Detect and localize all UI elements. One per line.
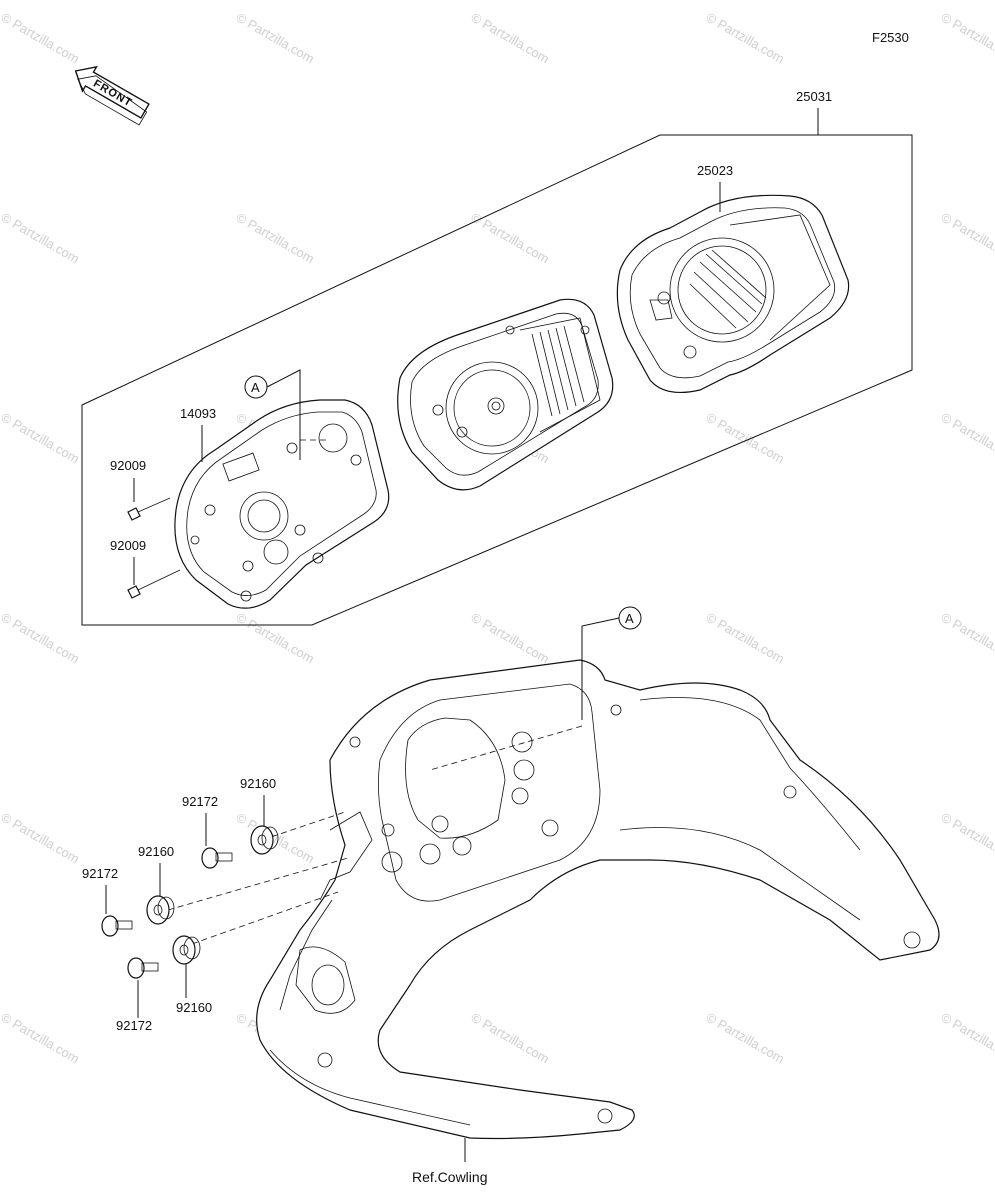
- watermark-14: © Partzilla.com: [939, 410, 995, 467]
- meter-front-case: [616, 194, 850, 393]
- reference-marker-lower: A: [429, 606, 642, 771]
- watermark-2: © Partzilla.com: [469, 10, 552, 67]
- callout-92160-low: 92160: [176, 1000, 212, 1015]
- assembly-line-mid: [167, 857, 349, 911]
- watermark-29: © Partzilla.com: [939, 1010, 995, 1067]
- watermark-21: © Partzilla.com: [234, 810, 317, 867]
- watermark-1: © Partzilla.com: [234, 10, 317, 67]
- collar-92172-top: [201, 847, 233, 869]
- watermark-0: © Partzilla.com: [0, 10, 82, 67]
- callout-92172-low: 92172: [116, 1018, 152, 1033]
- callout-25023: 25023: [697, 163, 733, 178]
- callout-25031: 25031: [796, 89, 832, 104]
- assembly-frame: [81, 134, 913, 626]
- watermark-20: © Partzilla.com: [0, 810, 82, 867]
- watermark-15: © Partzilla.com: [0, 610, 82, 667]
- reference-marker-upper: A: [244, 369, 330, 460]
- assembly-line-top: [261, 811, 346, 841]
- damper-92160-low: [172, 935, 201, 965]
- callout-92009-upper: 92009: [110, 458, 146, 473]
- cowling-body: [256, 659, 940, 1140]
- watermark-18: © Partzilla.com: [704, 610, 787, 667]
- watermark-6: © Partzilla.com: [234, 210, 317, 267]
- collar-92172-mid: [101, 915, 133, 937]
- watermark-27: © Partzilla.com: [469, 1010, 552, 1067]
- svg-text:A: A: [251, 380, 260, 395]
- callout-92172-mid: 92172: [82, 866, 118, 881]
- watermark-13: © Partzilla.com: [704, 410, 787, 467]
- assembly-line-low: [191, 891, 339, 945]
- watermark-4: © Partzilla.com: [939, 10, 995, 67]
- watermark-10: © Partzilla.com: [0, 410, 82, 467]
- watermark-9: © Partzilla.com: [939, 210, 995, 267]
- watermark-19: © Partzilla.com: [939, 610, 995, 667]
- callout-92172-top: 92172: [182, 794, 218, 809]
- figure-code: F2530: [872, 30, 909, 45]
- watermark-3: © Partzilla.com: [704, 10, 787, 67]
- watermark-16: © Partzilla.com: [234, 610, 317, 667]
- callout-14093: 14093: [180, 406, 216, 421]
- screw-92009-lower: [127, 569, 181, 599]
- callout-92160-mid: 92160: [138, 844, 174, 859]
- damper-92160-mid: [146, 895, 175, 925]
- callout-92009-lower: 92009: [110, 538, 146, 553]
- screw-92009-upper: [127, 497, 171, 521]
- watermark-28: © Partzilla.com: [704, 1010, 787, 1067]
- watermark-5: © Partzilla.com: [0, 210, 82, 267]
- meter-rear-cover: [174, 399, 390, 609]
- front-arrow-icon: FRONT: [74, 65, 150, 126]
- watermark-25: © Partzilla.com: [0, 1010, 82, 1067]
- meter-inner-unit: [397, 298, 614, 491]
- watermark-24: © Partzilla.com: [939, 810, 995, 867]
- svg-text:A: A: [625, 611, 634, 626]
- collar-92172-low: [127, 957, 159, 979]
- callout-92160-top: 92160: [240, 776, 276, 791]
- ref-cowling-label: Ref.Cowling: [412, 1169, 487, 1185]
- damper-92160-top: [250, 825, 279, 855]
- watermark-17: © Partzilla.com: [469, 610, 552, 667]
